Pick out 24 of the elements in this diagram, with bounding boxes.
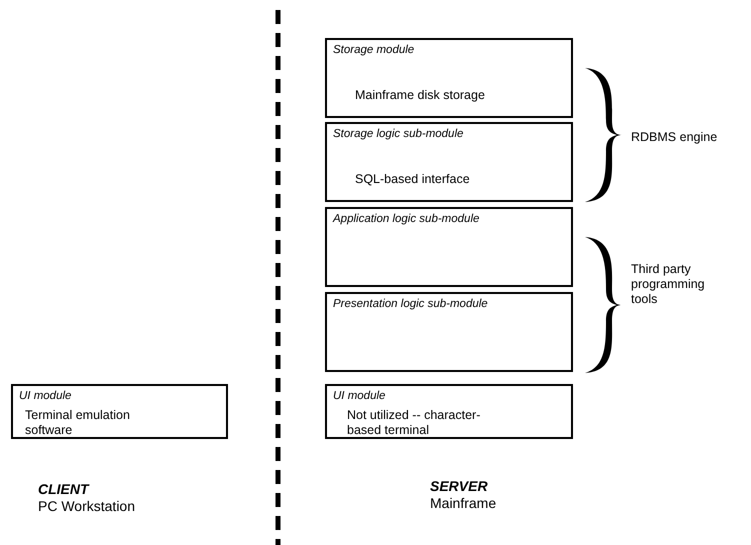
side-subtitle: Mainframe xyxy=(430,496,498,511)
brace-label: Third party programming tools xyxy=(631,262,706,307)
module-description: SQL-based interface xyxy=(355,172,471,187)
module-title: Presentation logic sub-module xyxy=(333,298,488,310)
module-box xyxy=(325,207,573,287)
module-description: Not utilized -- character-based terminal xyxy=(347,408,482,438)
side-heading: SERVER xyxy=(430,479,489,494)
module-title: UI module xyxy=(19,390,72,402)
module-box xyxy=(325,38,573,118)
module-title: Storage logic sub-module xyxy=(333,128,464,140)
side-heading: CLIENT xyxy=(38,482,90,497)
curly-brace xyxy=(585,68,622,202)
module-box xyxy=(325,384,573,439)
side-subtitle: PC Workstation xyxy=(38,499,136,514)
module-box xyxy=(325,292,573,372)
brace-label: RDBMS engine xyxy=(631,130,718,145)
module-title: Storage module xyxy=(333,44,414,56)
module-title: Application logic sub-module xyxy=(333,213,480,225)
module-description: Mainframe disk storage xyxy=(355,88,486,103)
module-description: Terminal emulation software xyxy=(25,408,131,438)
curly-brace xyxy=(585,237,622,373)
module-box xyxy=(11,384,228,439)
module-title: UI module xyxy=(333,390,386,402)
module-box xyxy=(325,122,573,202)
